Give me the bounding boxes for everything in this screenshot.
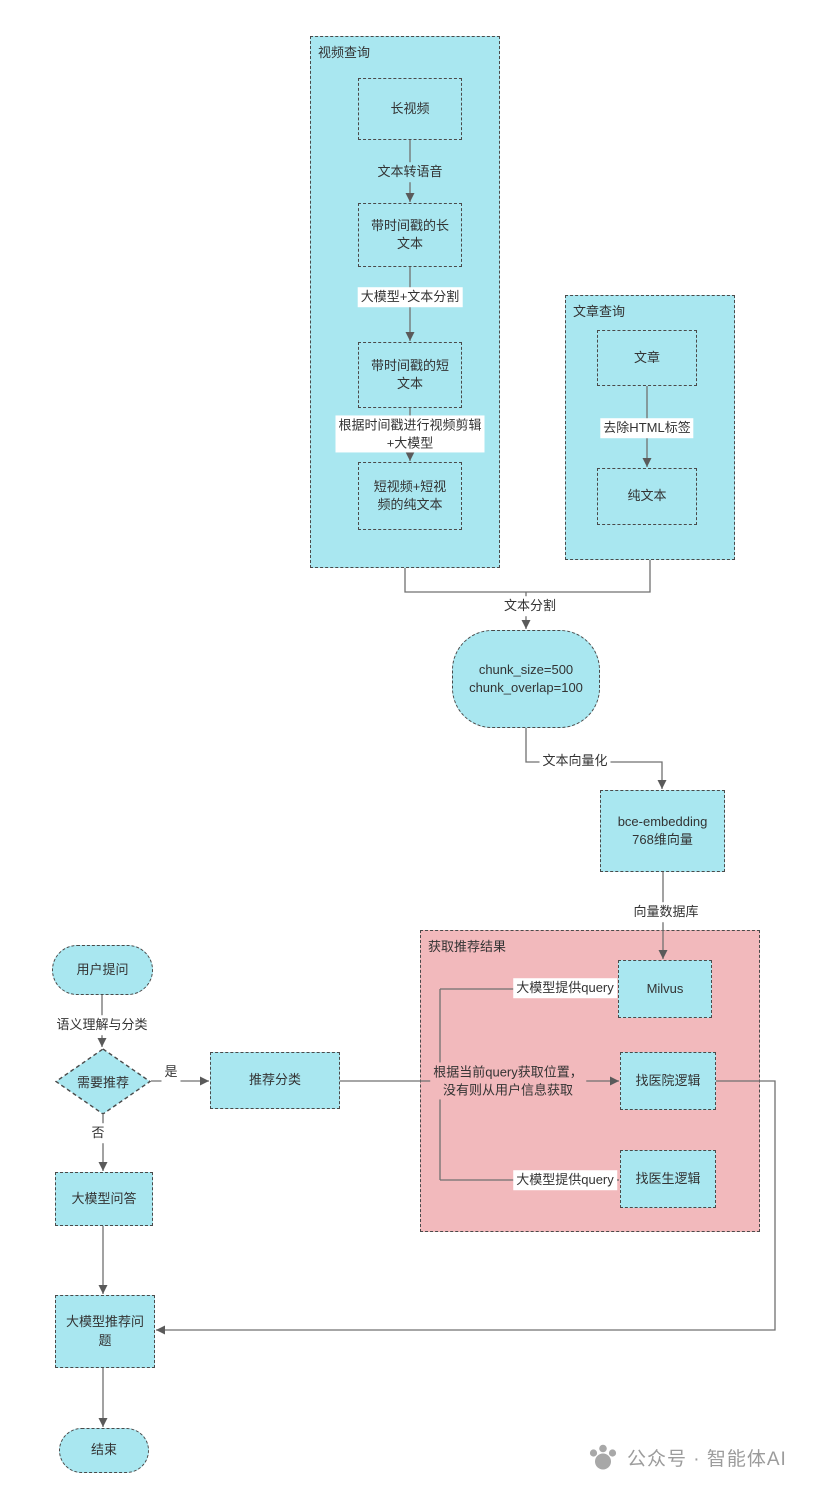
node-ts-long-text: 带时间戳的长 文本 (358, 203, 462, 267)
node-short-video-plain-text: 短视频+短视 频的纯文本 (358, 462, 462, 530)
node-bce-embedding: bce-embedding 768维向量 (600, 790, 725, 872)
node-end: 结束 (59, 1428, 149, 1473)
diamond-shape (55, 1048, 151, 1115)
node-recommend-classify: 推荐分类 (210, 1052, 340, 1109)
node-hospital-logic: 找医院逻辑 (620, 1052, 716, 1110)
node-milvus: Milvus (618, 960, 712, 1018)
watermark: 公众号 · 智能体AI (588, 1442, 787, 1472)
node-long-video: 长视频 (358, 78, 462, 140)
edge-label-remove-html: 去除HTML标签 (600, 418, 694, 438)
edge-label-query-for-doctor: 大模型提供query (513, 1170, 617, 1190)
edge-hospital-to-recommendq (156, 1080, 776, 1335)
edge-label-vectorize: 文本向量化 (539, 751, 611, 771)
edge-label-tts: 文本转语音 (374, 162, 446, 182)
node-article: 文章 (597, 330, 697, 386)
container-recommendation-result-title: 获取推荐结果 (428, 939, 507, 954)
edge-label-llm-text-split: 大模型+文本分割 (357, 287, 463, 307)
node-chunk-params: chunk_size=500 chunk_overlap=100 (452, 630, 600, 728)
edge-label-query-for-milvus: 大模型提供query (513, 978, 617, 998)
decision-need-recommend: 需要推荐 (55, 1048, 151, 1115)
container-video-query-title: 视频查询 (318, 45, 371, 60)
paw-logo-icon (589, 1444, 617, 1470)
node-plain-text: 纯文本 (597, 468, 697, 525)
node-llm-qa: 大模型问答 (55, 1172, 153, 1226)
edge-article-merge (526, 560, 651, 593)
edge-label-vector-db: 向量数据库 (630, 902, 702, 922)
edge-label-video-clip: 根据时间戳进行视频剪辑 +大模型 (335, 415, 485, 453)
node-llm-recommend-question: 大模型推荐问 题 (55, 1295, 155, 1368)
edge-label-text-split: 文本分割 (500, 596, 560, 616)
node-doctor-logic: 找医生逻辑 (620, 1150, 716, 1208)
container-article-query-title: 文章查询 (573, 304, 626, 319)
decision-need-recommend-label: 需要推荐 (76, 1075, 129, 1090)
node-ts-short-text: 带时间戳的短 文本 (358, 342, 462, 408)
edge-label-query-location: 根据当前query获取位置， 没有则从用户信息获取 (430, 1062, 586, 1100)
edge-label-yes: 是 (161, 1062, 181, 1082)
node-user-question: 用户提问 (52, 945, 153, 995)
edge-video-merge (404, 568, 526, 593)
edge-label-semantic: 语义理解与分类 (53, 1015, 151, 1035)
edge-label-no: 否 (88, 1123, 108, 1143)
watermark-text: 公众号 · 智能体AI (627, 1448, 787, 1470)
